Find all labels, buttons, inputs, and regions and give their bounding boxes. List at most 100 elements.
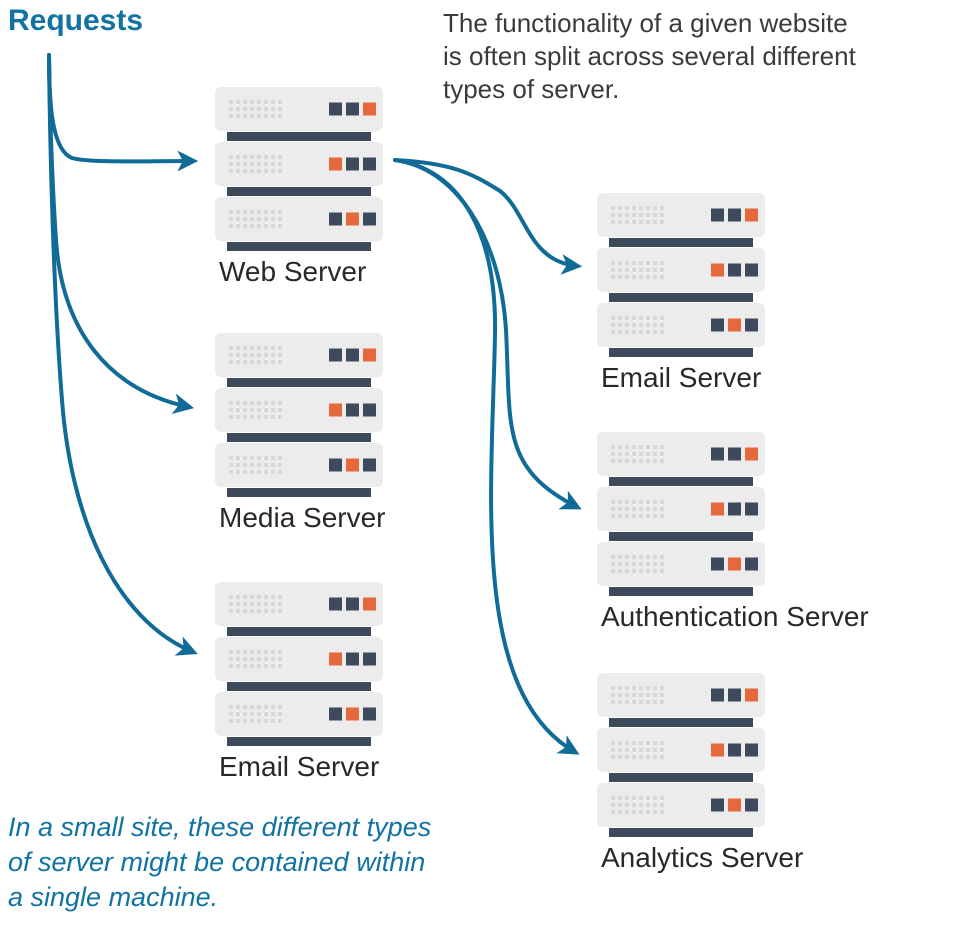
vent-dot [278, 595, 282, 599]
vent-dot [660, 810, 664, 814]
vent-dot [632, 810, 636, 814]
led-lights [329, 348, 376, 362]
vent-dot [278, 463, 282, 467]
rack-shelf-bar [227, 488, 371, 497]
led-lights [329, 212, 376, 226]
vent-dot [278, 155, 282, 159]
vent-dot [278, 609, 282, 613]
vent-dot [639, 514, 643, 518]
server-label: Analytics Server [601, 842, 804, 873]
vent-dot [257, 657, 261, 661]
vent-dot [243, 114, 247, 118]
vent-dot [278, 100, 282, 104]
vent-dot [257, 609, 261, 613]
vent-dot [250, 415, 254, 419]
vent-dot [632, 555, 636, 559]
vent-dot [660, 700, 664, 704]
server-label: Email Server [219, 751, 380, 782]
vent-dot [618, 206, 622, 210]
vent-dot [625, 213, 629, 217]
orange-led-icon [329, 403, 342, 417]
vent-dot [646, 686, 650, 690]
server-unit [597, 193, 765, 237]
vent-dot [264, 719, 268, 723]
bottom-note-line: a single machine. [8, 882, 219, 912]
vent-dot [639, 500, 643, 504]
vent-dot [250, 100, 254, 104]
vent-dot [618, 810, 622, 814]
vent-dot [250, 609, 254, 613]
vent-dot [250, 346, 254, 350]
media-server: Media Server [215, 333, 386, 534]
vent-dot [611, 261, 615, 265]
vent-dot [625, 206, 629, 210]
vent-dot [646, 445, 650, 449]
vent-dot [243, 360, 247, 364]
vent-dot [243, 609, 247, 613]
server-unit [597, 432, 765, 476]
server-rack [215, 87, 383, 251]
vent-dot [278, 719, 282, 723]
led-lights [711, 743, 758, 757]
vent-dot [257, 595, 261, 599]
vent-dot [264, 657, 268, 661]
server-rack [597, 193, 765, 357]
vent-dot [632, 700, 636, 704]
vent-dot [660, 459, 664, 463]
vent-dot [625, 514, 629, 518]
server-label: Email Server [601, 362, 762, 393]
server-unit [597, 783, 765, 827]
vent-dot [639, 700, 643, 704]
vent-dot [236, 595, 240, 599]
vent-dot [646, 275, 650, 279]
vent-dot [264, 401, 268, 405]
vent-dot [625, 810, 629, 814]
vent-dot [618, 459, 622, 463]
vent-dot [250, 470, 254, 474]
rack-shelf-bar [609, 828, 753, 837]
vent-dot [271, 210, 275, 214]
vent-dot [625, 507, 629, 511]
vent-dot [264, 602, 268, 606]
vent-dot [236, 664, 240, 668]
vent-dots-grid [229, 100, 282, 118]
vent-dot [229, 470, 233, 474]
navy-led-icon [329, 212, 342, 226]
vent-dot [271, 463, 275, 467]
vent-dot [271, 169, 275, 173]
vent-dot [639, 555, 643, 559]
navy-led-icon [728, 208, 741, 222]
vent-dot [625, 459, 629, 463]
vent-dot [611, 562, 615, 566]
vent-dot [250, 602, 254, 606]
vent-dot [618, 555, 622, 559]
rack-shelf-bar [609, 348, 753, 357]
vent-dot [250, 210, 254, 214]
orange-led-icon [711, 743, 724, 757]
vent-dot [229, 210, 233, 214]
vent-dot [229, 705, 233, 709]
vent-dot [278, 657, 282, 661]
vent-dot [625, 452, 629, 456]
vent-dot [618, 741, 622, 745]
vent-dot [632, 755, 636, 759]
vent-dot [660, 803, 664, 807]
vent-dot [229, 107, 233, 111]
vent-dot [236, 602, 240, 606]
vent-dot [264, 169, 268, 173]
led-lights [711, 318, 758, 332]
vent-dot [653, 555, 657, 559]
led-lights [329, 458, 376, 472]
vent-dot [271, 346, 275, 350]
authentication-server: Authentication Server [597, 432, 869, 633]
vent-dot [257, 346, 261, 350]
vent-dot [271, 712, 275, 716]
vent-dot [639, 755, 643, 759]
vent-dot [632, 452, 636, 456]
vent-dot [632, 445, 636, 449]
vent-dot [660, 330, 664, 334]
vent-dot [229, 415, 233, 419]
vent-dot [243, 217, 247, 221]
vent-dot [646, 810, 650, 814]
vent-dot [229, 456, 233, 460]
